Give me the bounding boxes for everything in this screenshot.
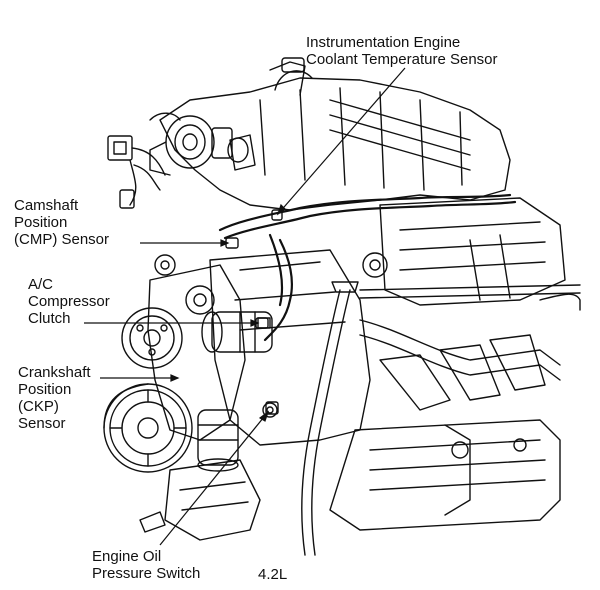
throttle-body <box>149 115 249 176</box>
label-instrumentation-ect-sensor: Instrumentation Engine Coolant Temperatu… <box>306 34 498 68</box>
label-line: (CKP) <box>18 398 59 415</box>
label-line: Camshaft <box>14 197 79 214</box>
label-line: Instrumentation Engine <box>306 34 461 51</box>
leader-lines <box>84 67 406 546</box>
label-line: (CMP) Sensor <box>14 231 110 248</box>
label-line: Crankshaft <box>18 364 91 381</box>
harness-run <box>218 193 517 342</box>
label-ac-compressor-clutch: A/C Compressor Clutch <box>28 276 110 327</box>
lower-front <box>139 402 278 541</box>
arrow-icects <box>276 203 286 216</box>
timing-cover <box>147 254 246 441</box>
label-line: Coolant Temperature Sensor <box>306 51 498 68</box>
label-ckp-sensor: Crankshaft Position (CKP) Sensor <box>18 364 91 432</box>
engine-size-label: 4.2L <box>258 566 288 583</box>
label-cmp-sensor: Camshaft Position (CMP) Sensor <box>14 197 109 248</box>
label-line: Position <box>14 214 68 231</box>
arrow-ac <box>250 319 260 327</box>
arrow-ckp <box>170 374 180 382</box>
label-line: A/C <box>28 276 54 293</box>
label-line: Engine Oil <box>92 548 162 565</box>
label-oil-pressure-switch: Engine Oil Pressure Switch <box>92 548 200 582</box>
water-pump-pulley <box>121 307 183 369</box>
label-line: Sensor <box>18 415 66 432</box>
exhaust-manifold <box>359 284 581 411</box>
engine-block <box>209 249 561 531</box>
leader-icects <box>277 67 406 215</box>
valve-cover <box>362 197 566 306</box>
leader-oil <box>159 411 269 546</box>
label-line: Clutch <box>28 310 71 327</box>
crankshaft-damper <box>103 383 193 473</box>
label-line: Compressor <box>28 293 110 310</box>
wiring-harness <box>107 112 181 209</box>
arrow-cmp <box>220 239 230 247</box>
arrow-oil <box>258 410 270 422</box>
label-line: Pressure Switch <box>92 565 201 582</box>
label-line: Position <box>18 381 72 398</box>
oil-filter <box>197 409 239 472</box>
